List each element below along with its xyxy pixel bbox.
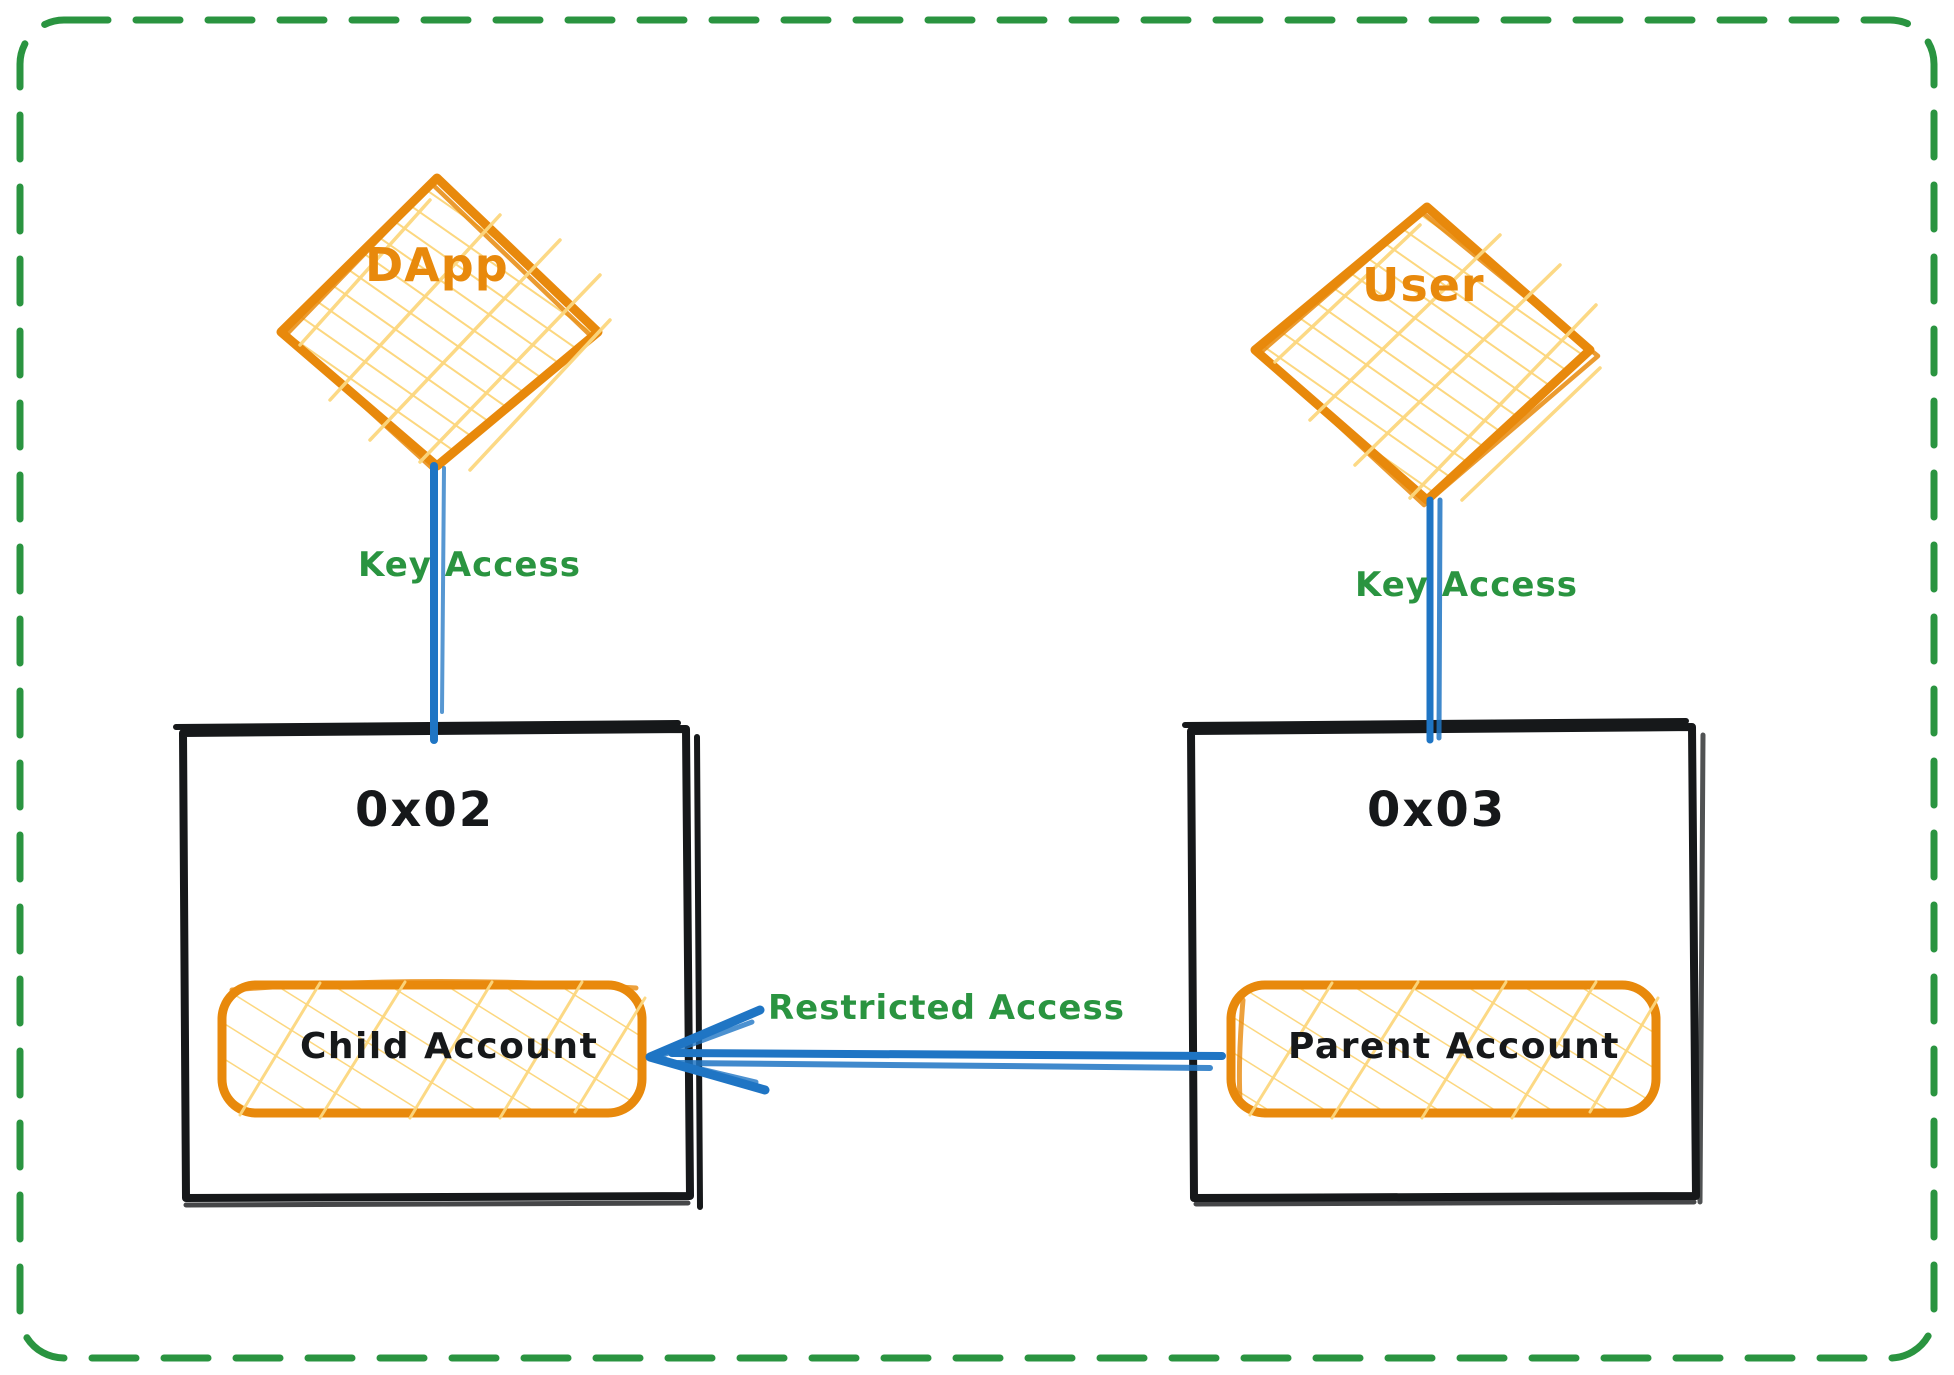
child-account-shape [217,978,647,1120]
outer-dashed-boundary [16,16,1938,1362]
user-diamond-shape [1250,202,1602,508]
account-box-0x02-shape [173,720,703,1210]
edge-user-to-account-0x03 [1426,496,1443,744]
edge-dapp-to-account-0x02 [430,462,446,744]
parent-account-shape [1226,980,1661,1120]
account-box-0x03-shape [1182,718,1706,1207]
dapp-diamond-shape [276,173,612,473]
edge-parent-to-child-account [645,1005,1226,1095]
